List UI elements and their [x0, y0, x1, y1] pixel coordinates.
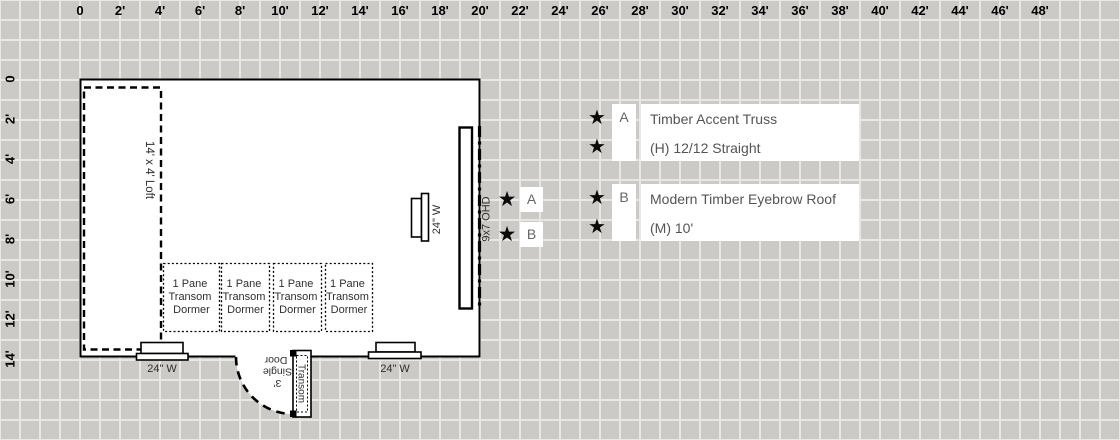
ruler-tick-label: 34'	[751, 3, 769, 18]
marker-a-letter: A	[520, 187, 543, 212]
marker-b-letter: B	[520, 222, 543, 247]
legend-subtitle: (H) 12/12 Straight	[650, 139, 761, 156]
door-hinge	[290, 410, 297, 417]
window-interior-label: 24" W	[431, 204, 443, 234]
ruler-tick-label: 26'	[591, 3, 609, 18]
dormer-label: 1 Pane Transom Dormer	[274, 278, 320, 316]
ruler-tick-label: 40'	[871, 3, 889, 18]
single-door-label: 3' Single Door	[260, 354, 292, 389]
ruler-tick-label: 2'	[114, 3, 126, 18]
ruler-tick-label: 20'	[471, 3, 489, 18]
window-bottom-left-label: 24" W	[147, 363, 177, 375]
ruler-tick-label: 32'	[711, 3, 729, 18]
legend-subtitle: (M) 10'	[650, 219, 694, 236]
ruler-tick-label: 10'	[271, 3, 289, 18]
legend-entry-a[interactable]: ★ ★ A Timber Accent Truss (H) 12/12 Stra…	[587, 104, 859, 161]
dormer-box[interactable]	[162, 262, 221, 333]
ruler-tick-label: 12'	[311, 3, 329, 18]
door-swing-arc	[234, 356, 294, 416]
marker-b[interactable]: ★ B	[496, 222, 543, 247]
dormer-label: 1 Pane Transom Dormer	[168, 278, 214, 316]
dormer-box[interactable]	[272, 262, 323, 333]
ruler-tick-label: 18'	[431, 3, 449, 18]
star-icon: ★	[588, 215, 606, 238]
ruler-tick-label: 6'	[194, 3, 206, 18]
single-door[interactable]	[234, 349, 312, 418]
star-icon: ★	[588, 107, 606, 129]
legend-text-box: Timber Accent Truss (H) 12/12 Straight	[641, 104, 859, 161]
legend-letter: B	[612, 184, 636, 241]
ruler-tick-label: 22'	[511, 3, 529, 18]
dormer-box[interactable]	[220, 262, 271, 333]
legend-title: Modern Timber Eyebrow Roof	[650, 191, 836, 207]
ruler-tick-label: 24'	[551, 3, 569, 18]
door-transom-label: Transom	[296, 364, 307, 403]
ruler-tick-label: 14'	[351, 3, 369, 18]
legend-star-column: ★ ★	[587, 184, 607, 241]
star-icon: ★	[588, 135, 606, 158]
legend-text-box: Modern Timber Eyebrow Roof (M) 10'	[641, 184, 859, 241]
door-hinge	[290, 350, 297, 357]
ruler-tick-label: 38'	[831, 3, 849, 18]
star-icon: ★	[588, 187, 606, 209]
window-bottom-left[interactable]	[135, 341, 189, 361]
ruler-tick-label: 28'	[631, 3, 649, 18]
dormer-label: 1 Pane Transom Dormer	[222, 278, 268, 316]
ruler-tick-label: 48'	[1031, 3, 1049, 18]
window-bottom-right-label: 24" W	[380, 363, 410, 375]
door-transom-outline	[296, 355, 308, 413]
legend-star-column: ★ ★	[587, 104, 607, 161]
loft-label: 14' x 4' Loft	[143, 141, 155, 200]
loft-area[interactable]	[82, 86, 163, 351]
legend-entry-b[interactable]: ★ ★ B Modern Timber Eyebrow Roof (M) 10'	[587, 184, 859, 241]
dormer-box[interactable]	[324, 262, 374, 333]
dormer-label: 1 Pane Transom Dormer	[326, 278, 372, 316]
ruler-tick-label: 42'	[911, 3, 929, 18]
ruler-tick-label: 44'	[951, 3, 969, 18]
marker-a[interactable]: ★ A	[496, 187, 543, 212]
ruler-tick-label: 46'	[991, 3, 1009, 18]
window-interior[interactable]	[410, 192, 430, 242]
ruler-tick-label: 36'	[791, 3, 809, 18]
ruler-tick-label: 0	[76, 3, 84, 18]
window-bottom-right[interactable]	[367, 341, 422, 360]
overhead-door-panel[interactable]	[458, 126, 474, 310]
door-leaf	[292, 349, 312, 418]
legend-title: Timber Accent Truss	[650, 111, 778, 127]
legend-letter: A	[612, 104, 636, 161]
star-icon: ★	[497, 223, 517, 246]
ruler-tick-label: 4'	[154, 3, 166, 18]
overhead-door-label: 9x7 OHD	[481, 196, 493, 241]
ruler-tick-label: 8'	[234, 3, 246, 18]
star-icon: ★	[497, 188, 517, 211]
ruler-tick-label: 30'	[671, 3, 689, 18]
ruler-tick-label: 16'	[391, 3, 409, 18]
